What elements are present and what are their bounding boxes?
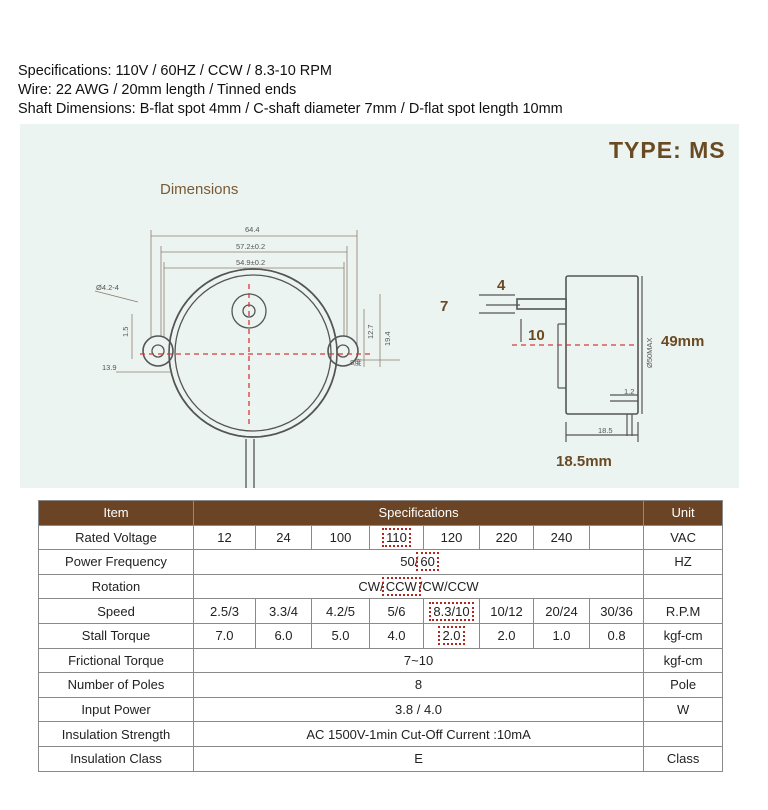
row-unit-insulation-strength (643, 721, 724, 747)
row-label-poles: Number of Poles (38, 672, 194, 698)
table-row: Stall Torque 7.0 6.0 5.0 4.0 2.0 2.0 1.0… (38, 622, 724, 649)
row-unit-hz: HZ (643, 549, 724, 575)
table-cell: AC 1500V-1min Cut-Off Current :10mA (192, 721, 645, 747)
dim-19-4: 19.4 (383, 331, 392, 346)
table-cell: 30/36 (588, 598, 645, 624)
header-unit: Unit (643, 500, 724, 526)
dim-1-5: 1.5 (121, 327, 130, 337)
dim-54-9: 54.9±0.2 (236, 258, 265, 267)
table-cell: 120 (423, 524, 480, 551)
spec-line-wire: Wire: 22 AWG / 20mm length / Tinned ends (18, 82, 297, 98)
highlight-110v: 110 (382, 527, 411, 547)
spec-table: Item Specifications Unit Rated Voltage 1… (38, 500, 724, 772)
table-cell: 7.0 (193, 622, 256, 649)
label-height: 49mm (661, 333, 705, 350)
table-cell: 3.3/4 (255, 598, 312, 624)
row-label-power-frequency: Power Frequency (38, 549, 194, 575)
dim-1-2: 1.2 (624, 387, 634, 396)
table-cell: 240 (533, 524, 590, 551)
dim-12-7: 12.7 (366, 324, 375, 339)
rotation-text-post: /CW/CCW (418, 579, 479, 595)
table-cell: 100 (311, 524, 370, 551)
table-cell: 24 (255, 524, 312, 551)
label-flat-spot: 4 (497, 277, 506, 294)
dim-hole: Ø4.2-4 (96, 283, 119, 292)
table-cell: 7~10 (192, 647, 645, 674)
frequency-text: 50/ (400, 554, 419, 570)
table-cell: 6.0 (255, 622, 312, 649)
type-label: TYPE: MS (609, 137, 726, 163)
table-cell: 8 (192, 672, 645, 698)
table-cell-highlighted: 2.0 (423, 622, 480, 649)
table-row: Frictional Torque 7~10 kgf-cm (38, 647, 724, 674)
dim-57-2: 57.2±0.2 (236, 242, 265, 251)
table-cell: 4.0 (369, 622, 424, 649)
row-unit-kgf-cm: kgf-cm (643, 647, 724, 674)
rotation-text-pre: CW/ (358, 579, 384, 595)
row-label-speed: Speed (38, 598, 194, 624)
label-depth: 18.5mm (556, 453, 612, 470)
table-cell: 5/6 (369, 598, 424, 624)
table-cell: 20/24 (533, 598, 590, 624)
table-row: Speed 2.5/3 3.3/4 4.2/5 5/6 8.3/10 10/12… (38, 598, 724, 624)
spec-line-shaft: Shaft Dimensions: B-flat spot 4mm / C-sh… (18, 101, 563, 117)
table-cell (588, 524, 645, 551)
table-cell: CW/CCW/CW/CCW (192, 573, 645, 600)
table-row: Rated Voltage 12 24 100 110 120 220 240 … (38, 524, 724, 551)
row-label-input-power: Input Power (38, 696, 194, 723)
table-cell: 10/12 (479, 598, 534, 624)
row-label-stall-torque: Stall Torque (38, 622, 194, 649)
dim-18-5: 18.5 (598, 426, 613, 435)
table-row: Number of Poles 8 Pole (38, 672, 724, 698)
row-label-insulation-class: Insulation Class (38, 745, 194, 772)
dim-50max: Ø50MAX (645, 338, 654, 368)
table-row: Power Frequency 50/60 HZ (38, 549, 724, 575)
row-unit-vac: VAC (643, 524, 724, 551)
table-cell: 1.0 (533, 622, 590, 649)
table-cell: 2.0 (479, 622, 534, 649)
row-unit-rpm: R.P.M (643, 598, 724, 624)
row-unit-rotation (643, 573, 724, 600)
highlight-8-3-10: 8.3/10 (429, 601, 474, 621)
table-cell: 4.2/5 (311, 598, 370, 624)
table-cell-highlighted: 8.3/10 (423, 598, 480, 624)
table-header-row: Item Specifications Unit (38, 500, 724, 526)
row-label-frictional-torque: Frictional Torque (38, 647, 194, 674)
row-label-insulation-strength: Insulation Strength (38, 721, 194, 747)
dim-8: 8度 (350, 357, 362, 367)
header-specifications: Specifications (192, 500, 645, 526)
table-cell: 12 (193, 524, 256, 551)
row-label-rotation: Rotation (38, 573, 194, 600)
header-item: Item (38, 500, 194, 526)
highlight-60hz: 60 (416, 552, 439, 572)
dim-64-4: 64.4 (245, 225, 260, 234)
table-row: Rotation CW/CCW/CW/CCW (38, 573, 724, 600)
spec-line-electrical: Specifications: 110V / 60HZ / CCW / 8.3-… (18, 63, 333, 79)
label-flat-length: 10 (528, 327, 545, 344)
table-cell: 3.8 / 4.0 (192, 696, 645, 723)
label-shaft-diameter: 7 (440, 298, 449, 315)
dim-13-9: 13.9 (102, 363, 117, 372)
highlight-2-0: 2.0 (438, 626, 465, 646)
spec-summary: Specifications: 110V / 60HZ / CCW / 8.3-… (18, 62, 563, 119)
row-unit-pole: Pole (643, 672, 724, 698)
highlight-ccw: CCW (381, 577, 421, 597)
table-row: Input Power 3.8 / 4.0 W (38, 696, 724, 723)
row-unit-kgf-cm: kgf-cm (643, 622, 724, 649)
table-row: Insulation Class E Class (38, 745, 724, 772)
row-unit-class: Class (643, 745, 724, 772)
dimensions-title: Dimensions (160, 181, 239, 198)
row-unit-w: W (643, 696, 724, 723)
table-cell: 50/60 (192, 549, 645, 575)
table-row: Insulation Strength AC 1500V-1min Cut-Of… (38, 721, 724, 747)
row-label-rated-voltage: Rated Voltage (38, 524, 194, 551)
table-cell: 2.5/3 (193, 598, 256, 624)
table-cell: 0.8 (588, 622, 645, 649)
technical-drawing: 64.4 57.2±0.2 54.9±0.2 Ø4.2-4 13.9 8度 1.… (94, 225, 654, 488)
table-cell-highlighted: 110 (369, 524, 424, 551)
table-cell: 220 (479, 524, 534, 551)
table-cell: 5.0 (311, 622, 370, 649)
table-cell: E (192, 745, 645, 772)
